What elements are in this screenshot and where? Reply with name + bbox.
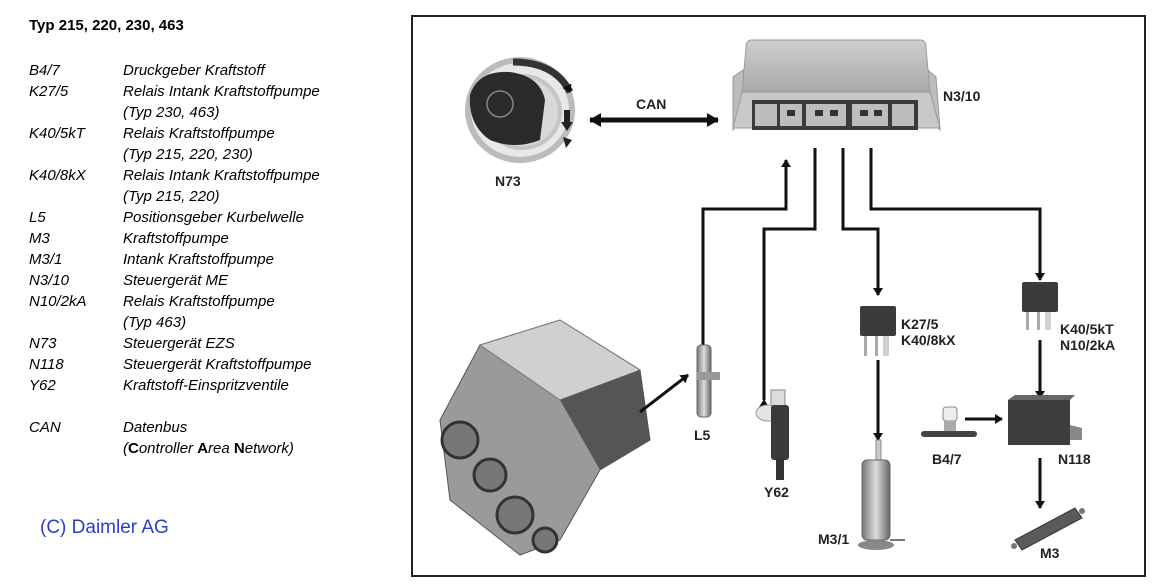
label-n118: N118 xyxy=(1058,451,1091,467)
legend-item-description: Relais Intank Kraftstoffpumpe xyxy=(123,83,320,100)
legend-item-code: K40/8kX xyxy=(29,167,86,184)
legend-item-code: CAN xyxy=(29,419,61,436)
legend-item-code: Y62 xyxy=(29,377,56,394)
legend-item: M3 Kraftstoffpumpe xyxy=(29,228,320,249)
legend-item-description: Relais Intank Kraftstoffpumpe xyxy=(123,167,320,184)
label-b4-7: B4/7 xyxy=(932,451,962,467)
legend-item-note: (Typ 230, 463) xyxy=(123,104,220,121)
legend-item: L5 Positionsgeber Kurbelwelle xyxy=(29,207,320,228)
legend-item: M3/1 Intank Kraftstoffpumpe xyxy=(29,249,320,270)
legend-item-code: N10/2kA xyxy=(29,293,87,310)
can-expansion-part: ontroller xyxy=(138,440,198,457)
label-l5: L5 xyxy=(694,427,711,443)
legend-item: N118 Steuergerät Kraftstoffpumpe xyxy=(29,354,320,375)
legend-item-description: Intank Kraftstoffpumpe xyxy=(123,251,274,268)
legend-title: Typ 215, 220, 230, 463 xyxy=(29,17,184,34)
can-expansion-part: etwork) xyxy=(244,440,294,457)
can-expansion-part: N xyxy=(233,440,245,457)
legend-item-description: Relais Kraftstoffpumpe xyxy=(123,293,275,310)
label-m3: M3 xyxy=(1040,545,1060,561)
fuel-pump-m3-icon xyxy=(1011,507,1085,551)
can-expansion-part: rea xyxy=(208,440,234,457)
line-ecu-to-k40-5kt xyxy=(869,148,1045,281)
ecu-n3-10-icon xyxy=(732,39,941,132)
label-n10-2ka: N10/2kA xyxy=(1060,337,1115,353)
intank-pump-m3-1-icon xyxy=(858,439,905,550)
legend-item-code: L5 xyxy=(29,209,46,226)
legend-item-code: M3 xyxy=(29,230,50,247)
can-expansion-part: ( xyxy=(123,440,128,457)
label-n3-10: N3/10 xyxy=(943,88,981,104)
label-can: CAN xyxy=(636,96,666,112)
legend-item: N73 Steuergerät EZS xyxy=(29,333,320,354)
legend-item-note: (Controller Area Network) xyxy=(29,438,320,459)
legend-item-code: N3/10 xyxy=(29,272,70,289)
legend-item-description: Steuergerät ME xyxy=(123,272,229,289)
legend-item-note: (Typ 215, 220) xyxy=(123,188,220,205)
ignition-switch-n73-icon xyxy=(465,57,575,163)
legend-panel: Typ 215, 220, 230, 463 B4/7 Druckgeber Kr… xyxy=(0,0,400,586)
legend-item: N10/2kA Relais Kraftstoffpumpe xyxy=(29,291,320,312)
legend-item-description: Kraftstoff-Einspritzventile xyxy=(123,377,289,394)
legend-item-description: Relais Kraftstoffpumpe xyxy=(123,125,275,142)
label-n73: N73 xyxy=(495,173,521,189)
fuel-pump-control-n118-icon xyxy=(1008,395,1082,445)
line-l5-to-ecu xyxy=(701,159,791,345)
legend-item-description: Druckgeber Kraftstoff xyxy=(123,62,265,79)
line-ecu-to-k27-5 xyxy=(841,148,883,296)
legend-item-description: Kraftstoffpumpe xyxy=(123,230,229,247)
legend-item: B4/7 Druckgeber Kraftstoff xyxy=(29,60,320,81)
legend-item: K40/8kX Relais Intank Kraftstoffpumpe xyxy=(29,165,320,186)
legend-item-code: N118 xyxy=(29,356,64,373)
label-m3-1: M3/1 xyxy=(818,531,849,547)
legend-item-description: Steuergerät Kraftstoffpumpe xyxy=(123,356,312,373)
legend-item-code: K27/5 xyxy=(29,83,69,100)
pressure-sensor-b4-7-icon xyxy=(921,406,977,437)
injector-y62-icon xyxy=(755,389,789,480)
crankshaft-sensor-l5-icon xyxy=(696,344,720,418)
legend-item-code: N73 xyxy=(29,335,57,352)
line-ecu-to-y62 xyxy=(759,148,817,407)
legend-item-description: Datenbus xyxy=(123,419,188,436)
legend-item: Y62 Kraftstoff-Einspritzventile xyxy=(29,375,320,396)
can-expansion-part: A xyxy=(197,440,209,457)
legend-item: N3/10 Steuergerät ME xyxy=(29,270,320,291)
label-y62: Y62 xyxy=(764,484,789,500)
legend-item: K27/5 Relais Intank Kraftstoffpumpe xyxy=(29,81,320,102)
legend-item-description: Steuergerät EZS xyxy=(123,335,235,352)
signal-lines xyxy=(701,148,1045,509)
label-k40-8kx: K40/8kX xyxy=(901,332,956,348)
legend-item-can: CAN Datenbus xyxy=(29,417,320,438)
legend-item-note: (Typ 215, 220, 230) xyxy=(123,146,253,163)
legend-item: K40/5kT Relais Kraftstoffpumpe xyxy=(29,123,320,144)
label-k40-5kt: K40/5kT xyxy=(1060,321,1114,337)
legend-item-code: M3/1 xyxy=(29,251,63,268)
legend-item-code: K40/5kT xyxy=(29,125,85,142)
engine-icon xyxy=(439,319,689,556)
label-k27-5: K27/5 xyxy=(901,316,939,332)
legend-item-note: (Typ 463) xyxy=(123,314,187,331)
relay-k27-5-icon xyxy=(860,306,896,356)
relay-k40-5kt-icon xyxy=(1022,282,1058,330)
legend-item-description: Positionsgeber Kurbelwelle xyxy=(123,209,304,226)
can-expansion-part: C xyxy=(128,440,139,457)
copyright-text: (C) Daimler AG xyxy=(40,517,169,538)
legend-item-code: B4/7 xyxy=(29,62,60,79)
